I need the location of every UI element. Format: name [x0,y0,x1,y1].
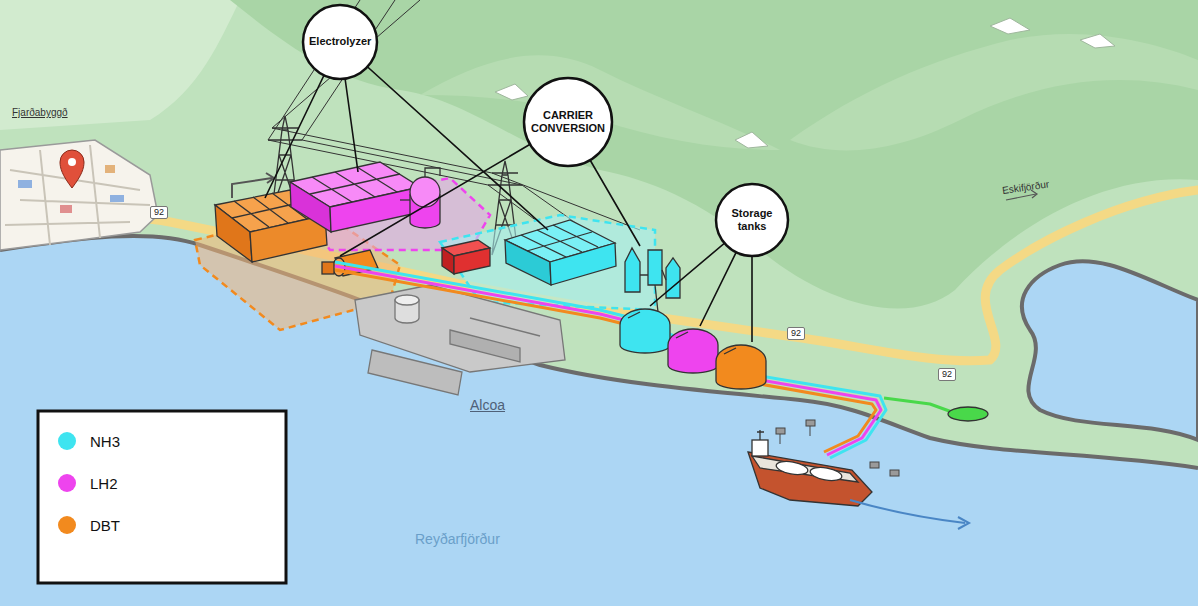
legend-row: NH3 [58,428,120,454]
pin-dot [68,158,76,166]
mountains [230,0,1198,309]
town [0,140,158,250]
callout-text: Storage tanks [722,207,783,233]
circle-shape [524,78,612,166]
green-tank [948,407,988,421]
callout-label: CARRIER CONVERSION [531,109,605,135]
legend-swatch [58,432,76,450]
nh3-tank [620,309,670,353]
road-number: 92 [791,328,801,338]
shipping-arrow [850,500,965,523]
fjord-name-box: Reyðarfjörður [415,530,500,548]
direction-arrow [1006,194,1036,200]
legend-text: LH2 [90,475,118,492]
nh3-electrolyzer [505,220,616,285]
location-pin [60,150,84,188]
town-name: Fjarðabyggð [12,107,68,118]
legend-text: DBT [90,517,120,534]
road-number: 92 [154,207,164,217]
red-building [442,240,490,274]
town-block [105,165,115,173]
town-name-box: Fjarðabyggð [12,102,68,120]
town-block [18,180,32,188]
road-number: 92 [942,369,952,379]
callout-label: Storage tanks [722,207,783,233]
road-92 [0,190,1198,361]
pipelines [335,262,952,458]
carrier-ship [748,430,872,506]
ridge [790,34,1198,150]
callout-leaders [265,42,752,342]
lh2-electrolyzer [290,162,421,232]
legend-row: LH2 [58,470,120,496]
bay [1022,261,1198,440]
place-name: Eskifjörður [1001,178,1049,195]
legend: NH3LH2DBT [58,428,120,554]
town-streets [5,145,150,245]
place-name-box: Eskifjörður [1001,174,1050,198]
plant-name-box: Alcoa [470,396,505,414]
town-block [110,195,124,202]
plant-name: Alcoa [470,397,505,413]
legend-text: NH3 [90,433,120,450]
legend-swatch [58,474,76,492]
dbt-tank [716,345,766,389]
town-block [60,205,72,213]
road-sign: 92 [787,327,805,340]
callout-circle: Electrolyzer [301,3,379,81]
callout-circle: CARRIER CONVERSION [522,76,614,168]
legend-row: DBT [58,512,120,538]
circle-shape [303,5,377,79]
legend-swatch [58,516,76,534]
arrow-head [958,517,969,529]
circle-shape [716,184,788,256]
road-sign: 92 [938,368,956,381]
fjord-name: Reyðarfjörður [415,531,500,547]
legend-box [38,411,286,583]
pale-hill [0,0,240,130]
lh2-liquefier [400,168,440,228]
road-sign: 92 [150,206,168,219]
callout-text: CARRIER CONVERSION [531,109,605,135]
lh2-tank [668,329,718,373]
callout-circle: Storage tanks [714,182,790,258]
callout-label: Electrolyzer [309,35,371,48]
nh3-synthesis [625,248,680,312]
callout-text: Electrolyzer [309,35,371,48]
